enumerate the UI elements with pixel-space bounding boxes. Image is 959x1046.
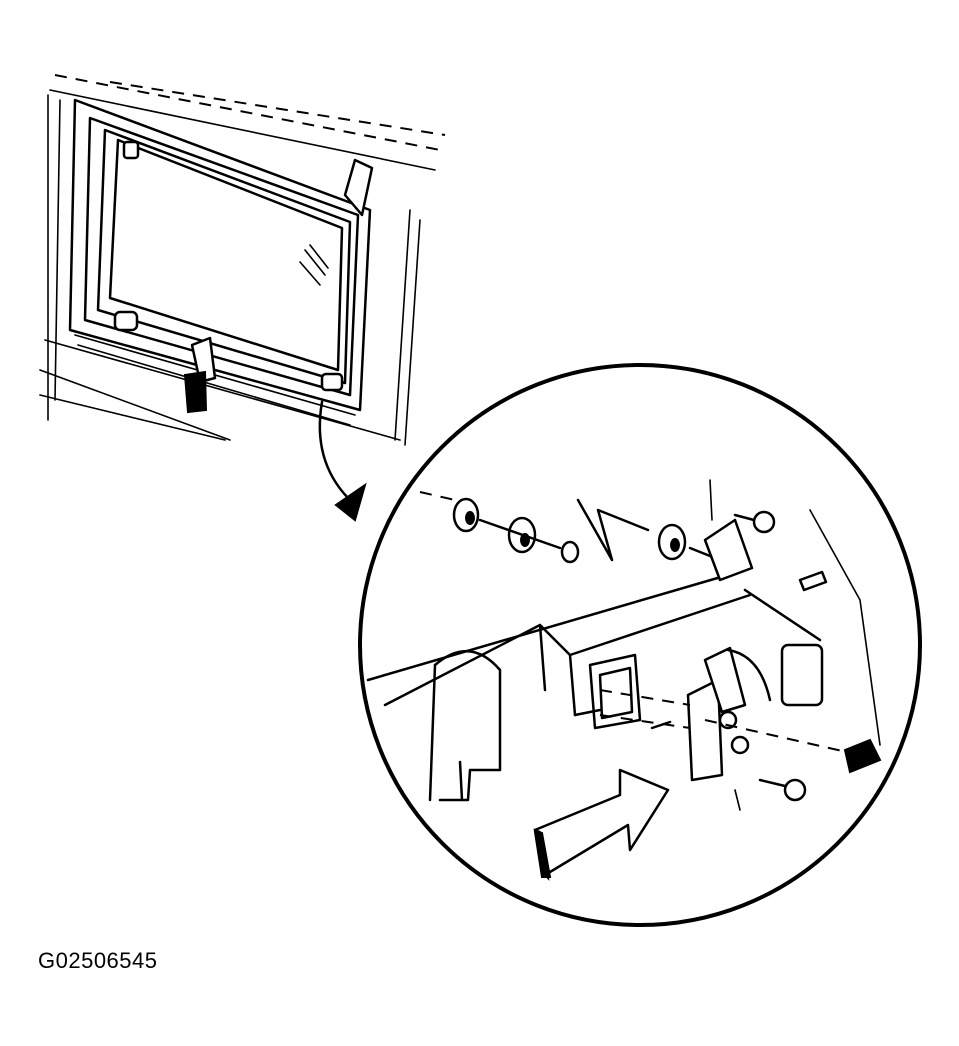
grommet-2 <box>507 516 537 554</box>
window-frame <box>68 98 372 426</box>
grommet-1 <box>452 497 480 533</box>
pin-small <box>798 570 882 774</box>
callout-arrow <box>318 400 367 522</box>
screw-top <box>733 510 776 534</box>
washer <box>560 540 580 564</box>
window-clips <box>113 140 374 392</box>
vehicle-side-panel <box>39 74 446 446</box>
screw-bottom <box>758 778 807 802</box>
figure-code: G02506545 <box>38 948 158 973</box>
grommet-3 <box>657 523 687 561</box>
window-latch-handle <box>183 336 217 414</box>
detail-view <box>358 363 922 927</box>
direction-arrow <box>533 768 670 881</box>
